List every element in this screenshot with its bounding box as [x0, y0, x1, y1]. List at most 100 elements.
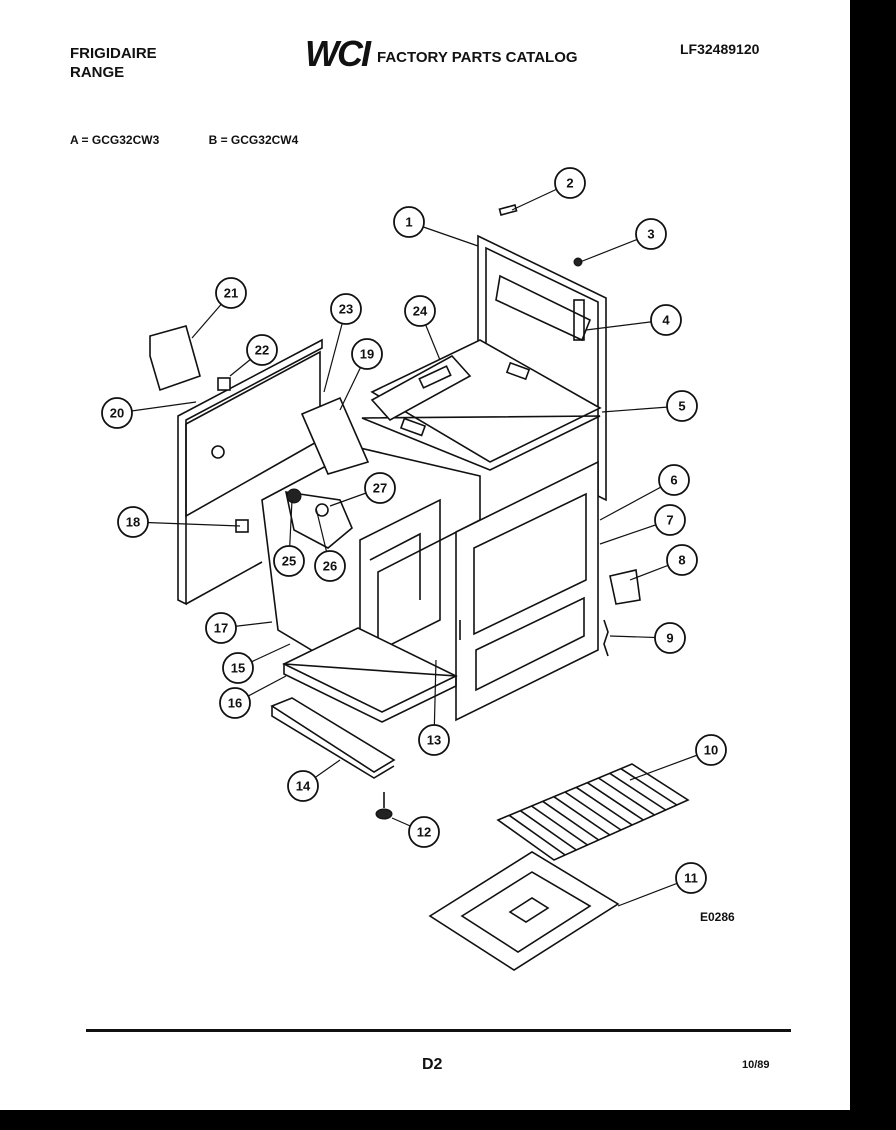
- callout-2: 2: [554, 167, 586, 199]
- bracket-slot: [418, 365, 452, 389]
- callout-circle-16: [219, 687, 251, 719]
- callout-number-12: 12: [417, 825, 431, 840]
- broiler-pan-center: [508, 897, 550, 923]
- callout-number-6: 6: [670, 473, 677, 488]
- callout-circle-18: [117, 506, 149, 538]
- callout-number-2: 2: [566, 176, 573, 191]
- callout-number-20: 20: [110, 406, 124, 421]
- callout-circle-23: [330, 293, 362, 325]
- callout-number-26: 26: [323, 559, 337, 574]
- callout-circle-1: [393, 206, 425, 238]
- callout-number-14: 14: [296, 779, 311, 794]
- hinge-part-8: [609, 569, 641, 605]
- flue-bracket: [573, 299, 585, 341]
- brand-name: FRIGIDAIRE: [70, 45, 157, 62]
- rack-bar: [531, 805, 588, 846]
- model-list: A = GCG32CW3 B = GCG32CW4: [70, 133, 344, 147]
- callout-circle-19: [351, 338, 383, 370]
- bracket-part-21: [149, 325, 201, 392]
- oven-door-window: [473, 492, 587, 636]
- callout-5: 5: [666, 390, 698, 422]
- callout-17: 17: [205, 612, 237, 644]
- callout-number-8: 8: [678, 553, 685, 568]
- broiler-pan: [428, 851, 620, 971]
- oven-cavity: [359, 498, 441, 662]
- callout-number-3: 3: [647, 227, 654, 242]
- page-number: D2: [422, 1056, 443, 1073]
- callout-number-13: 13: [427, 733, 441, 748]
- callout-number-15: 15: [231, 661, 245, 676]
- callout-circle-26: [314, 550, 346, 582]
- callout-circle-11: [675, 862, 707, 894]
- callout-4: 4: [650, 304, 682, 336]
- callout-number-5: 5: [678, 399, 685, 414]
- rack-bar: [553, 796, 611, 836]
- thermostat-knob: [286, 488, 302, 504]
- callout-3: 3: [635, 218, 667, 250]
- callout-circle-20: [101, 397, 133, 429]
- top-cutout-2: [399, 417, 427, 437]
- rack-bar: [575, 786, 633, 826]
- callout-number-24: 24: [413, 304, 428, 319]
- callout-circle-8: [666, 544, 698, 576]
- wci-logo: WCI: [305, 33, 371, 74]
- burner-bracket: [370, 354, 472, 422]
- callout-25: 25: [273, 545, 305, 577]
- callout-number-19: 19: [360, 347, 374, 362]
- callout-11: 11: [675, 862, 707, 894]
- broiler-pan-inner: [460, 871, 592, 953]
- callout-number-16: 16: [228, 696, 242, 711]
- callout-circle-6: [658, 464, 690, 496]
- leader-line-18: [132, 521, 241, 527]
- callout-number-11: 11: [684, 871, 698, 886]
- kick-panel-edge: [271, 706, 395, 779]
- callout-23: 23: [330, 293, 362, 325]
- callout-number-27: 27: [373, 481, 387, 496]
- callout-14: 14: [287, 770, 319, 802]
- callout-18: 18: [117, 506, 149, 538]
- vent-duct-part-19: [300, 396, 370, 475]
- kick-panel: [270, 697, 396, 773]
- callout-10: 10: [695, 734, 727, 766]
- callout-circle-17: [205, 612, 237, 644]
- revision-date: 10/89: [742, 1059, 770, 1071]
- callout-13: 13: [418, 724, 450, 756]
- callout-7: 7: [654, 504, 686, 536]
- callout-number-25: 25: [282, 554, 296, 569]
- callout-circle-21: [215, 277, 247, 309]
- product-type: RANGE: [70, 64, 125, 81]
- side-panel-bottom: [185, 561, 263, 605]
- clip-part-2: [498, 204, 518, 216]
- callout-number-23: 23: [339, 302, 353, 317]
- callout-15: 15: [222, 652, 254, 684]
- oven-door-lower-panel: [475, 596, 585, 692]
- callout-circle-10: [695, 734, 727, 766]
- rack-bar: [586, 782, 644, 821]
- catalog-title: FACTORY PARTS CATALOG: [376, 48, 578, 66]
- nut-part-3: [573, 257, 583, 267]
- callout-number-10: 10: [704, 743, 718, 758]
- callout-circle-9: [654, 622, 686, 654]
- callout-number-9: 9: [666, 631, 673, 646]
- callout-circle-5: [666, 390, 698, 422]
- callout-number-21: 21: [224, 286, 238, 301]
- left-side-panel: [177, 338, 323, 606]
- rack-bar: [598, 777, 655, 816]
- callout-circle-14: [287, 770, 319, 802]
- callout-8: 8: [666, 544, 698, 576]
- top-cutout: [505, 361, 531, 381]
- callout-circle-25: [273, 545, 305, 577]
- rack-bar: [620, 767, 678, 806]
- clip-part-22: [217, 377, 231, 391]
- oven-top-edge: [361, 415, 601, 471]
- rack-bar: [508, 814, 566, 856]
- callout-circle-24: [404, 295, 436, 327]
- oven-door-frame: [455, 460, 599, 722]
- oven-rack-bars: [508, 767, 678, 856]
- rack-bar: [542, 800, 600, 841]
- footer-rule: [86, 1029, 791, 1032]
- callout-20: 20: [101, 397, 133, 429]
- brand-block: FRIGIDAIRE RANGE: [70, 44, 157, 82]
- rack-bar: [519, 810, 577, 851]
